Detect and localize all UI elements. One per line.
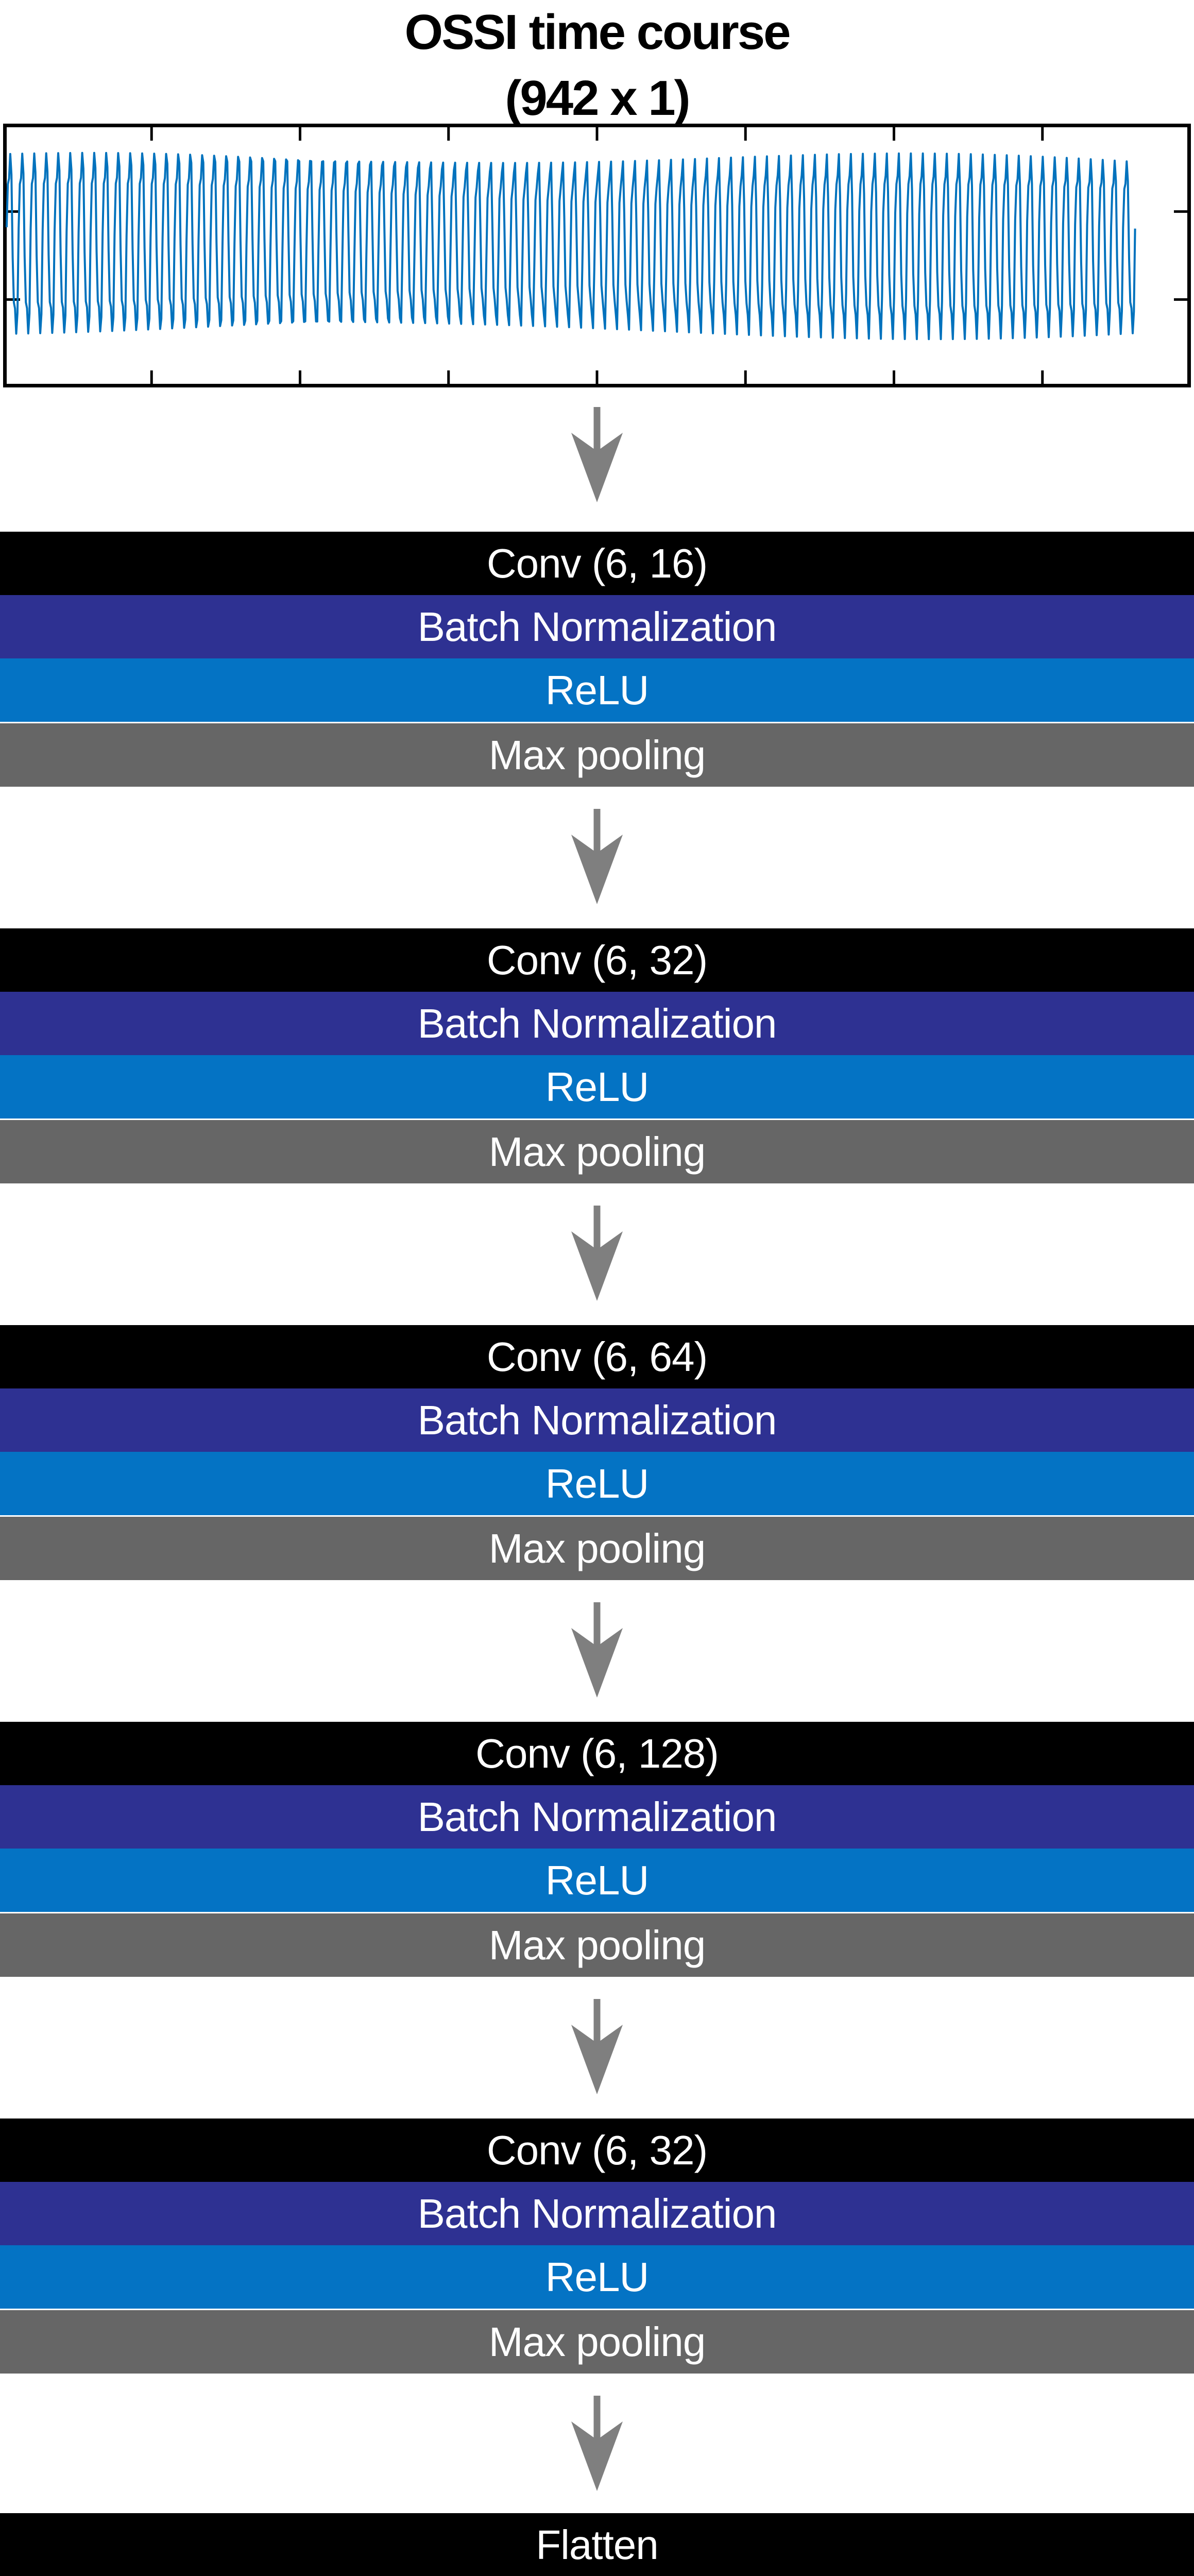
- layer-bar-batchnorm-block2: Batch Normalization: [0, 992, 1194, 1055]
- input-title: OSSI time course: [404, 5, 791, 60]
- layer-bar-conv-block3: Conv (6, 64): [0, 1325, 1194, 1388]
- layer-bar-batchnorm-block1: Batch Normalization: [0, 595, 1194, 658]
- layer-bar-conv-block6: Flatten: [0, 2513, 1194, 2576]
- layer-bar-batchnorm-block5: Batch Normalization: [0, 2182, 1194, 2245]
- layer-bar-maxpool-block2: Max pooling: [0, 1120, 1194, 1183]
- down-arrow-icon-1: [571, 407, 623, 502]
- layer-bar-relu-block1: ReLU: [0, 658, 1194, 722]
- down-arrow-icon-4: [571, 1602, 623, 1698]
- layer-bar-relu-block3: ReLU: [0, 1452, 1194, 1515]
- layer-bar-conv-block5: Conv (6, 32): [0, 2119, 1194, 2182]
- layer-bar-conv-block1: Conv (6, 16): [0, 532, 1194, 595]
- layer-bar-maxpool-block4: Max pooling: [0, 1913, 1194, 1977]
- layer-bar-maxpool-block3: Max pooling: [0, 1517, 1194, 1580]
- layer-bar-batchnorm-block4: Batch Normalization: [0, 1785, 1194, 1849]
- layer-bar-conv-block2: Conv (6, 32): [0, 928, 1194, 992]
- layer-bar-relu-block2: ReLU: [0, 1055, 1194, 1118]
- down-arrow-icon-5: [571, 1999, 623, 2094]
- input-shape: (942 x 1): [505, 71, 690, 126]
- layer-bar-maxpool-block5: Max pooling: [0, 2310, 1194, 2374]
- layer-bar-relu-block5: ReLU: [0, 2245, 1194, 2309]
- layer-bar-conv-block4: Conv (6, 128): [0, 1722, 1194, 1785]
- layer-bar-relu-block4: ReLU: [0, 1849, 1194, 1912]
- layer-bar-batchnorm-block3: Batch Normalization: [0, 1388, 1194, 1452]
- layer-bar-maxpool-block1: Max pooling: [0, 723, 1194, 787]
- down-arrow-icon-3: [571, 1206, 623, 1301]
- ossi-plot: [3, 124, 1191, 387]
- down-arrow-icon-2: [571, 809, 623, 904]
- down-arrow-icon-6: [571, 2396, 623, 2491]
